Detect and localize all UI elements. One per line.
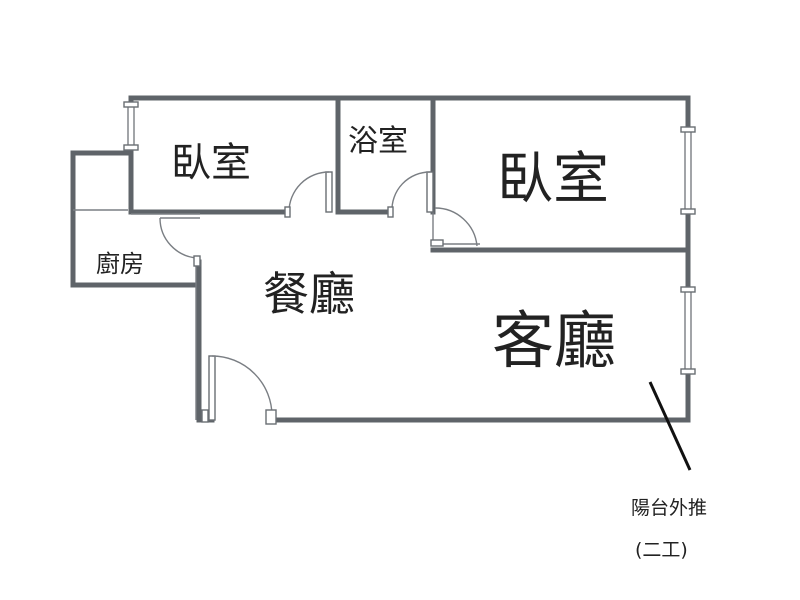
room-label-kitchen: 廚房 (96, 250, 144, 278)
door-swing-arc (159, 217, 198, 259)
door-leaf (208, 355, 216, 421)
window-tick (680, 208, 696, 215)
window-tick (680, 286, 696, 293)
door-jamb (201, 409, 209, 423)
room-label-bedroom-left: 臥室 (171, 140, 251, 186)
door-jamb (193, 255, 201, 267)
window-tick (680, 126, 696, 133)
window-tick (123, 144, 139, 151)
door-bedroom-left (284, 171, 333, 218)
room-label-dining: 餐廳 (263, 267, 355, 321)
door-jamb (284, 206, 291, 218)
room-labels: 臥室 浴室 臥室 廚房 餐廳 客廳 (96, 124, 616, 377)
door-swing-arc (391, 171, 431, 213)
balcony-annotation: 陽台外推 (二工) (631, 381, 707, 561)
door-kitchen (159, 217, 201, 267)
door-entrance (201, 355, 277, 425)
annotation-line-2: (二工) (635, 539, 688, 561)
door-swing-arc (434, 207, 478, 247)
door-bedroom-right (430, 207, 478, 247)
door-jamb (265, 409, 277, 425)
door-jamb (430, 239, 444, 247)
window-tick (680, 368, 696, 375)
doors (159, 171, 478, 425)
door-jamb (387, 206, 394, 218)
door-leaf (426, 171, 434, 213)
door-swing-arc (211, 355, 273, 417)
door-swing-arc (288, 171, 330, 213)
annotation-line-1: 陽台外推 (631, 497, 707, 519)
window-ticks (123, 101, 696, 375)
annotation-pointer-line (648, 381, 692, 471)
door-leaf (325, 171, 333, 213)
room-label-bedroom-right: 臥室 (497, 147, 609, 212)
window-tick (123, 101, 139, 108)
room-label-bathroom: 浴室 (348, 124, 408, 159)
door-bathroom (387, 171, 434, 218)
room-label-living: 客廳 (492, 304, 616, 377)
